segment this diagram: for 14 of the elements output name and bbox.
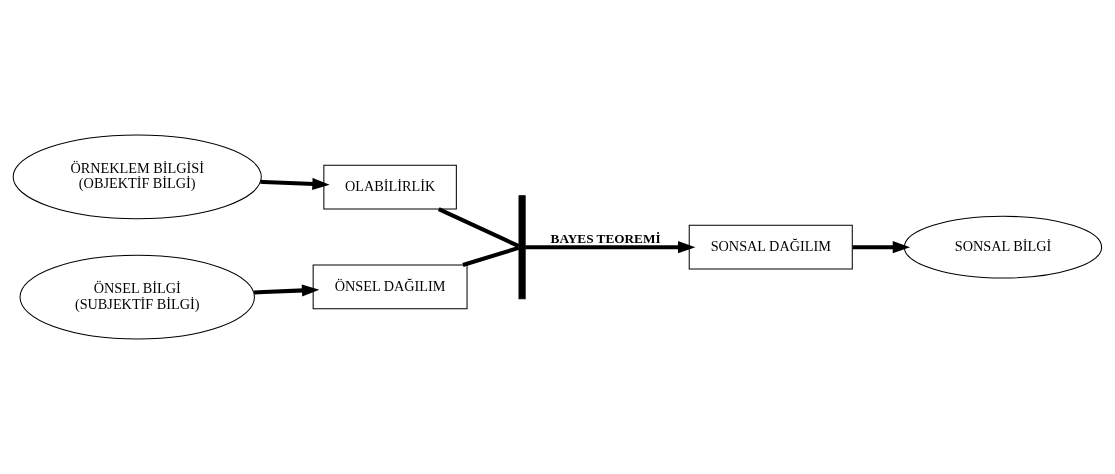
arrow	[525, 241, 696, 254]
node-box: ÖNSEL DAĞILIM	[312, 264, 468, 310]
node-ellipse: ÖRNEKLEM BİLGİSİ (OBJEKTİF BİLGİ)	[12, 134, 262, 220]
arrow	[260, 177, 330, 191]
node-box: SONSAL DAĞILIM	[688, 224, 853, 270]
node-ellipse: ÖNSEL BİLGİ (SUBJEKTİF BİLGİ)	[19, 254, 255, 340]
connector	[437, 207, 520, 248]
arrow	[254, 284, 320, 297]
edge-label: BAYES TEOREMİ	[550, 230, 661, 246]
node-bar	[518, 195, 526, 300]
node-ellipse: SONSAL BİLGİ	[903, 215, 1103, 279]
node-box: OLABİLİRLİK	[323, 164, 457, 210]
arrow	[852, 241, 911, 254]
connector	[462, 245, 520, 267]
